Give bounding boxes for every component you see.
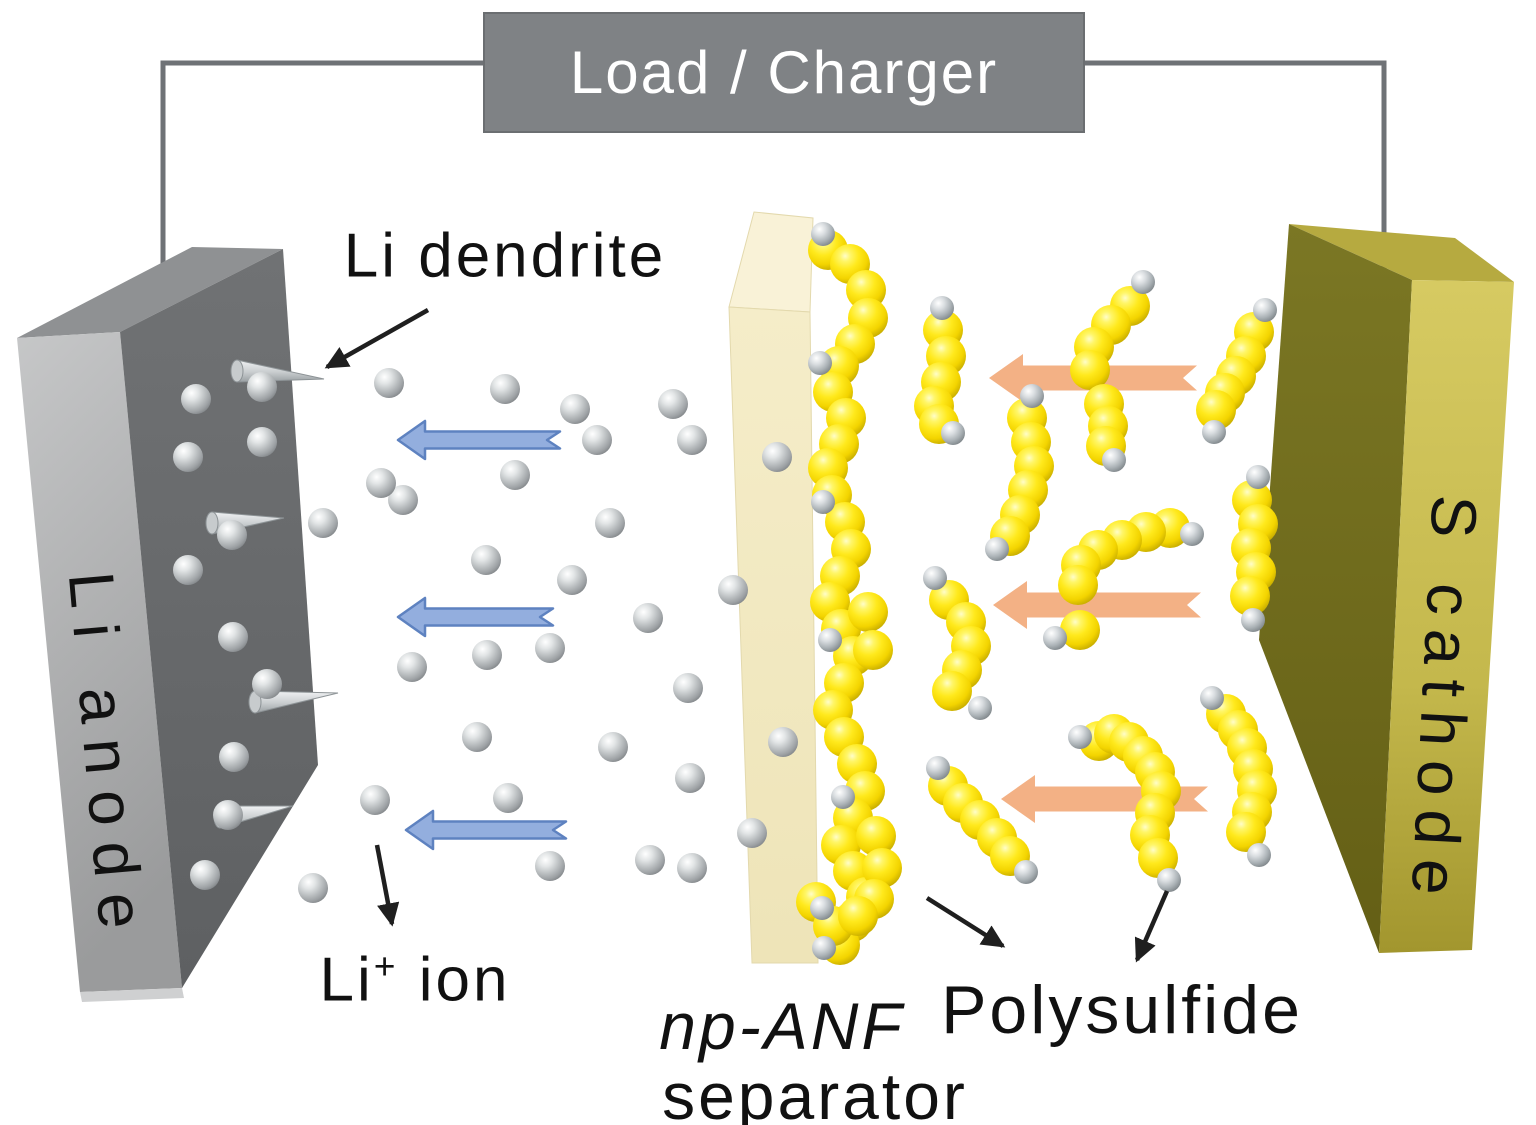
li-ion-flow-arrows: [396, 419, 568, 851]
separator-label: separator: [662, 1059, 968, 1125]
li-ion-label-charge: +: [373, 944, 399, 987]
load-charger-box: Load / Charger: [483, 12, 1085, 133]
li-ion-spheres: [173, 368, 798, 903]
li-dendrite-label: Li dendrite: [343, 221, 667, 291]
li-ion-label-rest: ion: [398, 945, 511, 1015]
np-anf-label: np-ANF: [659, 989, 905, 1063]
polysulfide-blocked-at-separator: [796, 222, 902, 965]
polysulfide-chains: [914, 270, 1278, 892]
annotation-arrows: [324, 308, 1170, 963]
li-ion-label: Li+ ion: [320, 945, 511, 1016]
polysulfide-label: Polysulfide: [941, 972, 1303, 1048]
li-ion-label-base: Li: [319, 945, 374, 1015]
load-charger-label: Load / Charger: [569, 39, 999, 106]
np-anf-separator-slab: [728, 211, 819, 964]
s-cathode-slab: [1259, 224, 1514, 953]
circuit-wires: [160, 60, 1387, 305]
